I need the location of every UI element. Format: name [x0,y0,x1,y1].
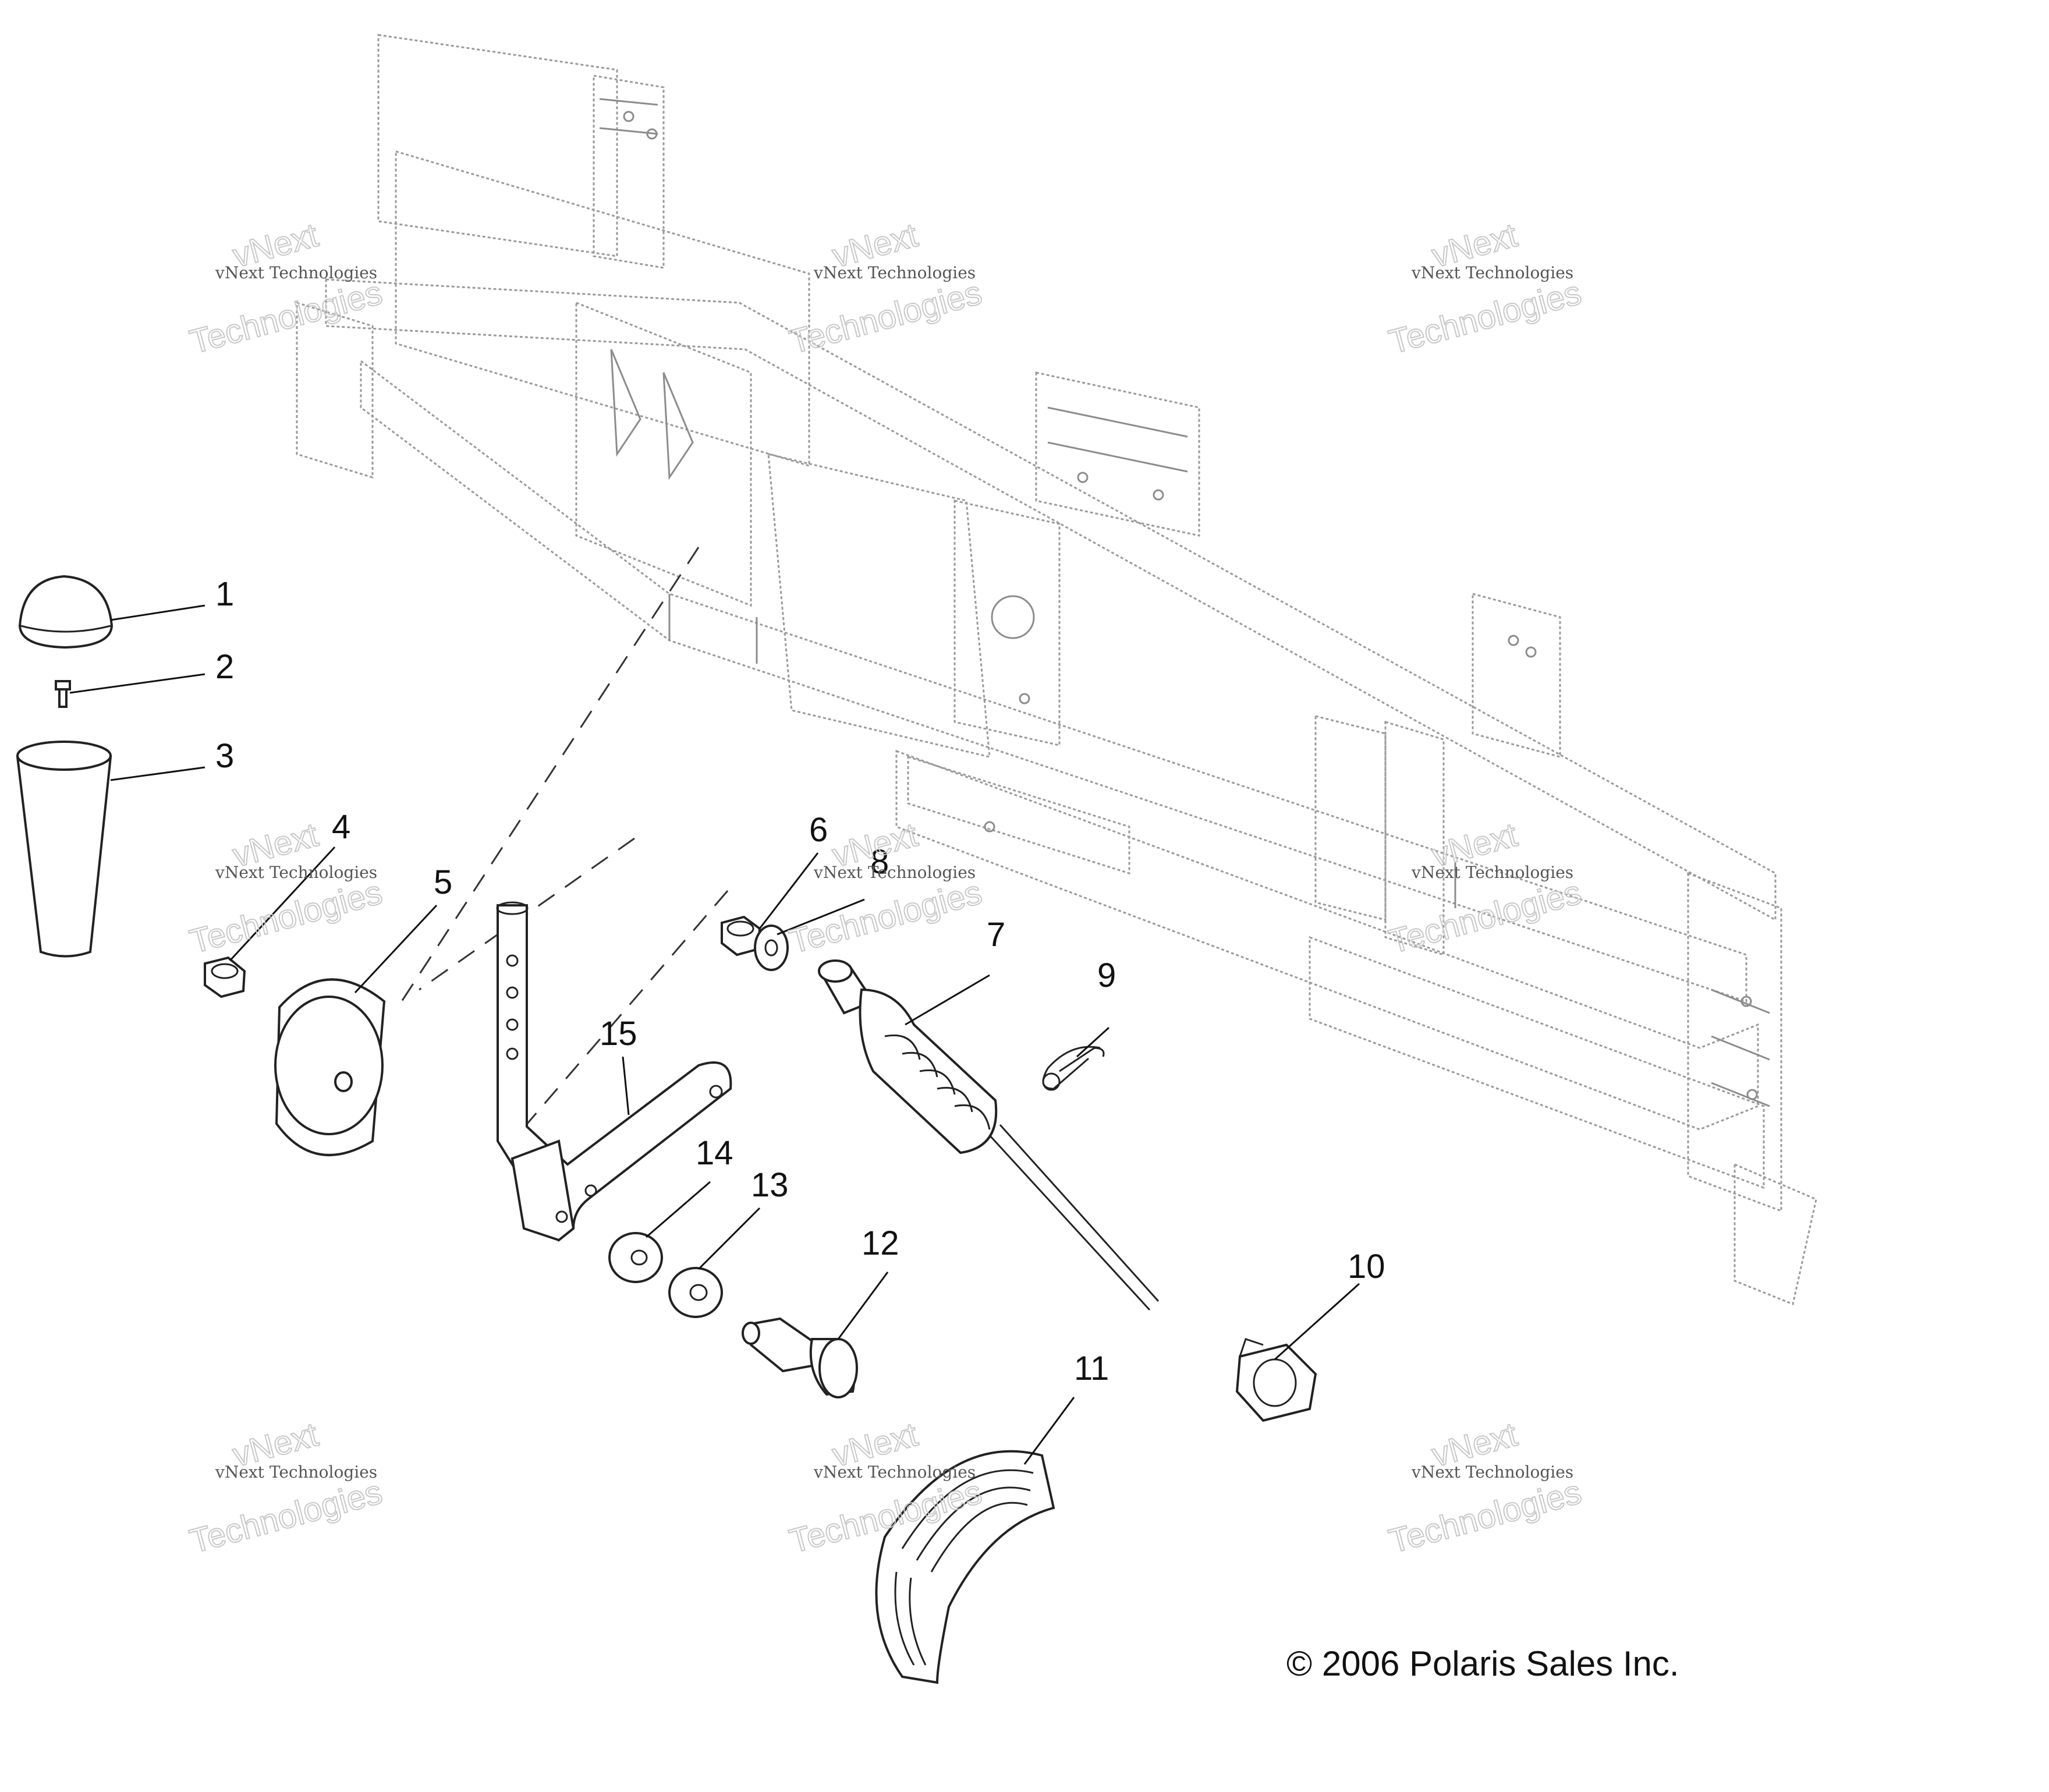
part-8-washer [754,925,789,971]
callout-6: 6 [809,811,828,849]
svg-text:vNext Technologies: vNext Technologies [1411,863,1573,882]
part-1-knob-cap [18,575,114,649]
watermark-3: vNext Technologies vNext Technologies [1384,215,1586,362]
part-12-shoulder-bolt [742,1317,858,1398]
svg-text:Technologies: Technologies [186,274,386,361]
callout-9: 9 [1097,957,1116,994]
part-14-washer [608,1232,663,1283]
svg-text:vNext Technologies: vNext Technologies [813,263,976,282]
part-9-hair-pin-clip [1042,1046,1105,1091]
watermarks: vNext Technologies vNext Technologies vN… [185,215,1586,1561]
svg-text:vNext Technologies: vNext Technologies [1411,263,1573,282]
part-13-washer [668,1267,723,1318]
svg-text:vNext Technologies: vNext Technologies [215,263,377,282]
leader-lines [69,604,1360,1465]
svg-text:Technologies: Technologies [1385,873,1585,961]
part-15-shift-lever [496,901,732,1242]
watermark-9: vNext Technologies vNext Technologies [1384,1415,1586,1561]
part-11-foot-pad [875,1450,1055,1684]
callout-13: 13 [751,1166,789,1204]
svg-text:vNext Technologies: vNext Technologies [215,1462,377,1482]
vehicle-frame [296,34,1817,1306]
svg-text:vNext Technologies: vNext Technologies [813,1462,976,1482]
callout-7: 7 [987,916,1005,954]
watermark-4: vNext Technologies vNext Technologies [185,815,387,961]
part-4-nut [204,956,246,998]
part-3-shift-knob [16,741,112,958]
part-5-bushing [274,978,386,1156]
copyright-notice: © 2006 Polaris Sales Inc. [1286,1644,1679,1683]
callout-2: 2 [215,648,234,686]
svg-text:Technologies: Technologies [1385,1473,1585,1560]
watermark-1: vNext Technologies vNext Technologies [185,215,387,362]
svg-text:Technologies: Technologies [186,873,386,961]
callout-12: 12 [862,1224,899,1262]
svg-text:Technologies: Technologies [785,274,985,361]
svg-text:Technologies: Technologies [785,873,985,961]
part-10-cable-clamp [1235,1338,1317,1422]
watermark-2: vNext Technologies vNext Technologies [785,215,986,362]
watermark-7: vNext Technologies vNext Technologies [185,1415,387,1561]
callout-10: 10 [1348,1248,1385,1285]
callout-14: 14 [696,1134,733,1172]
callout-8: 8 [870,843,889,881]
part-7-shift-cable [818,959,1160,1311]
part-2-screw [55,680,71,708]
callout-4: 4 [332,808,350,846]
callout-1: 1 [215,575,234,613]
callout-numbers: 1 2 3 4 5 6 7 8 9 10 11 12 13 14 15 [215,575,1385,1387]
watermark-6: vNext Technologies vNext Technologies [1384,815,1586,961]
parts [16,575,1317,1684]
callout-5: 5 [434,863,452,901]
svg-text:vNext Technologies: vNext Technologies [1411,1462,1573,1482]
callout-11: 11 [1074,1350,1109,1387]
assembly-lines [400,547,729,1142]
svg-text:vNext Technologies: vNext Technologies [215,863,377,882]
callout-15: 15 [600,1015,637,1053]
svg-text:Technologies: Technologies [1385,274,1585,361]
callout-3: 3 [215,737,234,775]
svg-text:vNext Technologies: vNext Technologies [813,863,976,882]
svg-text:Technologies: Technologies [186,1473,386,1560]
